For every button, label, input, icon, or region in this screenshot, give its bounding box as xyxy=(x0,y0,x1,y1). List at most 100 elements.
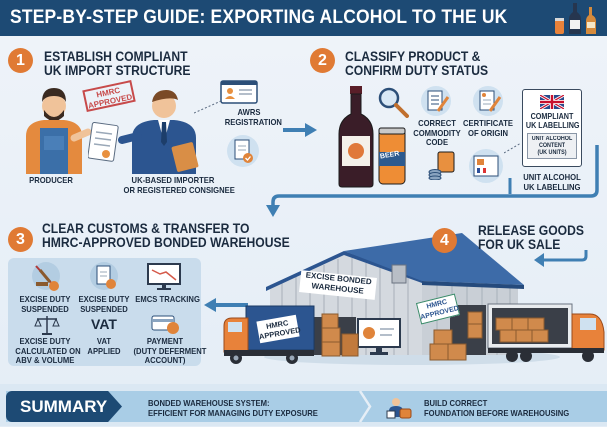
box-line1: UNIT ALCOHOL xyxy=(531,136,573,142)
excise-duty-suspended-label-2: EXCISE DUTY SUSPENDED xyxy=(77,294,131,314)
commodity-line1: CORRECT xyxy=(418,118,456,128)
summary-badge: SUMMARY xyxy=(6,391,122,422)
document-icon xyxy=(88,122,119,162)
compliant-labelling-label: COMPLIANT UK LABELLING xyxy=(525,112,580,130)
monitor-money-icon xyxy=(357,318,401,355)
step-3-badge: 3 xyxy=(8,227,33,252)
card-line1: COMPLIANT xyxy=(530,112,574,121)
step-2-title: CLASSIFY PRODUCT & CONFIRM DUTY STATUS xyxy=(345,50,488,78)
delivery-truck-right xyxy=(487,303,605,362)
payment-label: PAYMENT (DUTY DEFERMENT ACCOUNT) xyxy=(133,336,207,366)
summary-point-2: BUILD CORRECT FOUNDATION BEFORE WAREHOUS… xyxy=(424,398,569,418)
origin-line1: CERTIFICATE xyxy=(462,118,514,128)
importer-label: UK-BASED IMPORTER OR REGISTERED CONSIGNE… xyxy=(123,175,235,195)
emcs-tracking-label: EMCS TRACKING xyxy=(135,294,200,304)
summary-point-1-line1: BONDED WAREHOUSE SYSTEM: xyxy=(148,398,270,408)
certificate-check-icon xyxy=(227,135,259,167)
importer-label-line2: OR REGISTERED CONSIGNEE xyxy=(123,184,235,195)
card-line2: UK LABELLING xyxy=(525,121,580,130)
boxes-stack-left xyxy=(321,313,359,357)
producer-label: PRODUCER xyxy=(29,175,73,185)
certificate-pencil-icon xyxy=(473,86,503,116)
producer-illustration xyxy=(26,88,92,174)
awrs-label-line2: REGISTRATION xyxy=(224,116,282,127)
summary-point-1: BONDED WAREHOUSE SYSTEM: EFFICIENT FOR M… xyxy=(148,398,318,418)
item-line1: EXCISE DUTY xyxy=(78,294,130,304)
vat-applied-label: VAT APPLIED xyxy=(77,336,131,356)
step-2-title-line2: CONFIRM DUTY STATUS xyxy=(345,63,489,78)
step-3-title: CLEAR CUSTOMS & TRANSFER TO HMRC-APPROVE… xyxy=(42,222,290,250)
excise-calculated-label: EXCISE DUTY CALCULATED ON ABV & VOLUME xyxy=(15,336,81,366)
vat-text-icon: VAT xyxy=(91,316,117,332)
step-1-title-line1: ESTABLISH COMPLIANT xyxy=(44,49,188,64)
arrow-right-icon xyxy=(283,123,317,137)
uk-flag-icon xyxy=(540,95,564,109)
dashed-connector xyxy=(504,142,522,154)
below-line1: UNIT ALCOHOL xyxy=(523,172,581,182)
box-line2: CONTENT xyxy=(538,143,566,149)
commodity-code-label: CORRECT COMMODITY CODE xyxy=(413,118,462,148)
monitor-chart-icon xyxy=(147,263,181,290)
step-4-title-line2: FOR UK SALE xyxy=(478,237,561,252)
awrs-label-line1: AWRS xyxy=(237,107,261,117)
step-4-badge: 4 xyxy=(432,228,457,253)
header-banner: STEP-BY-STEP GUIDE: EXPORTING ALCOHOL TO… xyxy=(0,0,607,36)
boxes-stack-door xyxy=(467,311,483,339)
page-title: STEP-BY-STEP GUIDE: EXPORTING ALCOHOL TO… xyxy=(10,7,508,28)
wine-bottle-icon xyxy=(338,86,374,188)
beer-can-icon xyxy=(378,127,406,185)
flag-document-icon xyxy=(469,149,503,183)
id-card-icon xyxy=(220,80,258,104)
summary-strip: SUMMARY BONDED WAREHOUSE SYSTEM: EFFICIE… xyxy=(0,384,607,426)
item-line1: VAT xyxy=(96,336,112,346)
step-1-title-line2: UK IMPORT STRUCTURE xyxy=(44,63,191,78)
boxes-stack-center xyxy=(429,329,467,361)
step-1-title: ESTABLISH COMPLIANT UK IMPORT STRUCTURE xyxy=(44,50,190,78)
step-2-title-line1: CLASSIFY PRODUCT & xyxy=(345,49,481,64)
scales-icon xyxy=(34,316,60,335)
item-line3: ACCOUNT) xyxy=(144,355,186,365)
item-line2: SUSPENDED xyxy=(21,303,69,314)
dashed-connector xyxy=(194,100,222,114)
certificate-of-origin-label: CERTIFICATE OF ORIGIN xyxy=(462,118,514,138)
item-line2: CALCULATED ON xyxy=(15,345,81,356)
document-coin-icon xyxy=(90,262,118,290)
summary-point-2-line2: FOUNDATION BEFORE WAREHOUSING xyxy=(424,408,570,418)
excise-duty-suspended-label-1: EXCISE DUTY SUSPENDED xyxy=(19,294,71,314)
step-4-title: RELEASE GOODS FOR UK SALE xyxy=(478,224,584,252)
step-2-badge: 2 xyxy=(310,48,335,73)
arrow-step2-to-step3 xyxy=(266,145,599,217)
item-line1: PAYMENT xyxy=(146,336,184,346)
step-4-title-line1: RELEASE GOODS xyxy=(478,223,585,238)
commodity-line2: COMMODITY xyxy=(413,127,461,138)
card-coin-icon xyxy=(151,315,179,334)
importer-illustration xyxy=(118,90,199,174)
awrs-label: AWRS REGISTRATION xyxy=(224,107,282,127)
alcohol-bottles-icon xyxy=(555,3,596,34)
arrow-into-step4 xyxy=(534,250,588,267)
delivery-truck-left xyxy=(223,305,315,364)
item-line1: EXCISE DUTY xyxy=(19,294,71,304)
item-line3: ABV & VOLUME xyxy=(15,355,75,365)
summary-point-1-line2: EFFICIENT FOR MANAGING DUTY EXPOSURE xyxy=(148,408,318,418)
gavel-coin-icon xyxy=(32,262,60,291)
wallet-coins-icon xyxy=(428,151,455,180)
unit-alcohol-labelling-label: UNIT ALCOHOL UK LABELLING xyxy=(520,172,585,192)
unit-alcohol-content-box: UNIT ALCOHOL CONTENT (UK UNITS) xyxy=(527,133,577,159)
commodity-line3: CODE xyxy=(425,137,449,147)
summary-point-2-line1: BUILD CORRECT xyxy=(424,398,488,408)
tick-connector xyxy=(508,178,512,194)
step-3-title-line1: CLEAR CUSTOMS & TRANSFER TO xyxy=(42,221,250,236)
item-line2: (DUTY DEFERMENT xyxy=(133,345,207,356)
item-line2: APPLIED xyxy=(87,345,121,356)
unit-alcohol-content-text: UNIT ALCOHOL CONTENT (UK UNITS) xyxy=(530,136,573,157)
origin-line2: OF ORIGIN xyxy=(468,127,508,138)
chevron-right-divider xyxy=(358,391,372,422)
checklist-pencil-icon xyxy=(421,86,451,116)
item-line2: SUSPENDED xyxy=(80,303,128,314)
below-line2: UK LABELLING xyxy=(523,181,581,192)
step-1-badge: 1 xyxy=(8,48,33,73)
arrow-left-icon xyxy=(204,298,248,312)
box-line3: (UK UNITS) xyxy=(537,150,567,156)
magnifier-icon xyxy=(378,87,409,118)
